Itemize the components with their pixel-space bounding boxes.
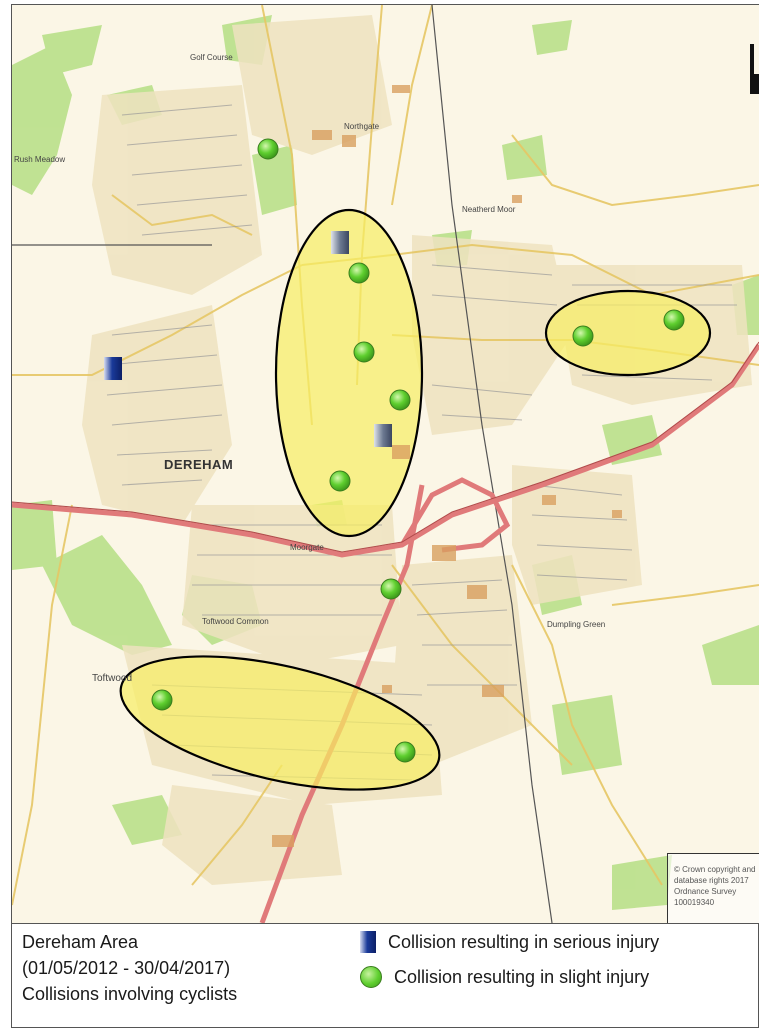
legend-item-slight: Collision resulting in slight injury: [360, 964, 649, 990]
hotspot-town-centre: [274, 208, 424, 538]
north-arrow-icon: [750, 14, 759, 94]
place-label-dumpling-green: Dumpling Green: [547, 620, 606, 629]
slight-injury-marker: [380, 578, 402, 600]
legend-item-serious: Collision resulting in serious injury: [360, 929, 659, 955]
map-canvas[interactable]: [12, 5, 759, 923]
buildings: [272, 85, 622, 847]
place-label-golf-course: Golf Course: [190, 53, 233, 62]
legend-title-subject: Collisions involving cyclists: [22, 984, 238, 1004]
slight-injury-marker: [257, 138, 279, 160]
slight-injury-marker: [394, 741, 416, 763]
place-label-toftwood: Toftwood: [92, 673, 133, 684]
hotspot-neatherd-road: [544, 289, 712, 377]
hotspot-areas: [119, 208, 712, 791]
slight-injury-marker: [389, 389, 411, 411]
serious-injury-legend-icon: [360, 931, 376, 953]
slight-injury-marker: [353, 341, 375, 363]
slight-injury-marker: [663, 309, 685, 331]
slight-injury-marker: [572, 325, 594, 347]
serious-injury-marker: [374, 424, 392, 447]
slight-injury-marker: [348, 262, 370, 284]
slight-injury-legend-icon: [360, 966, 382, 988]
place-label-toftwood-common: Toftwood Common: [202, 617, 269, 626]
railway: [12, 5, 553, 923]
major-roads-outline: [12, 341, 759, 553]
place-label-northgate: Northgate: [344, 122, 380, 131]
serious-injury-marker: [331, 231, 349, 254]
legend-title-dates: (01/05/2012 - 30/04/2017): [22, 958, 231, 978]
place-label-moorgate: Moorgate: [290, 543, 324, 552]
hotspot-toftwood: [119, 655, 441, 791]
place-label-neatherd-moor: Neatherd Moor: [462, 205, 516, 214]
slight-injury-markers: [151, 138, 685, 763]
legend-divider: [12, 923, 759, 924]
serious-injury-markers: [104, 231, 392, 447]
slight-injury-marker: [329, 470, 351, 492]
map-area[interactable]: DEREHAM Toftwood Golf Course Northgate N…: [12, 5, 759, 923]
legend-serious-label: Collision resulting in serious injury: [388, 931, 660, 952]
legend-slight-label: Collision resulting in slight injury: [394, 966, 650, 987]
place-label-dereham: DEREHAM: [164, 457, 234, 472]
slight-injury-marker: [151, 689, 173, 711]
place-label-rush-meadow: Rush Meadow: [14, 155, 66, 164]
serious-injury-marker: [104, 357, 122, 380]
major-roads: [12, 343, 759, 923]
copyright-notice: © Crown copyright and database rights 20…: [667, 853, 759, 923]
legend-title-area: Dereham Area: [22, 932, 139, 952]
